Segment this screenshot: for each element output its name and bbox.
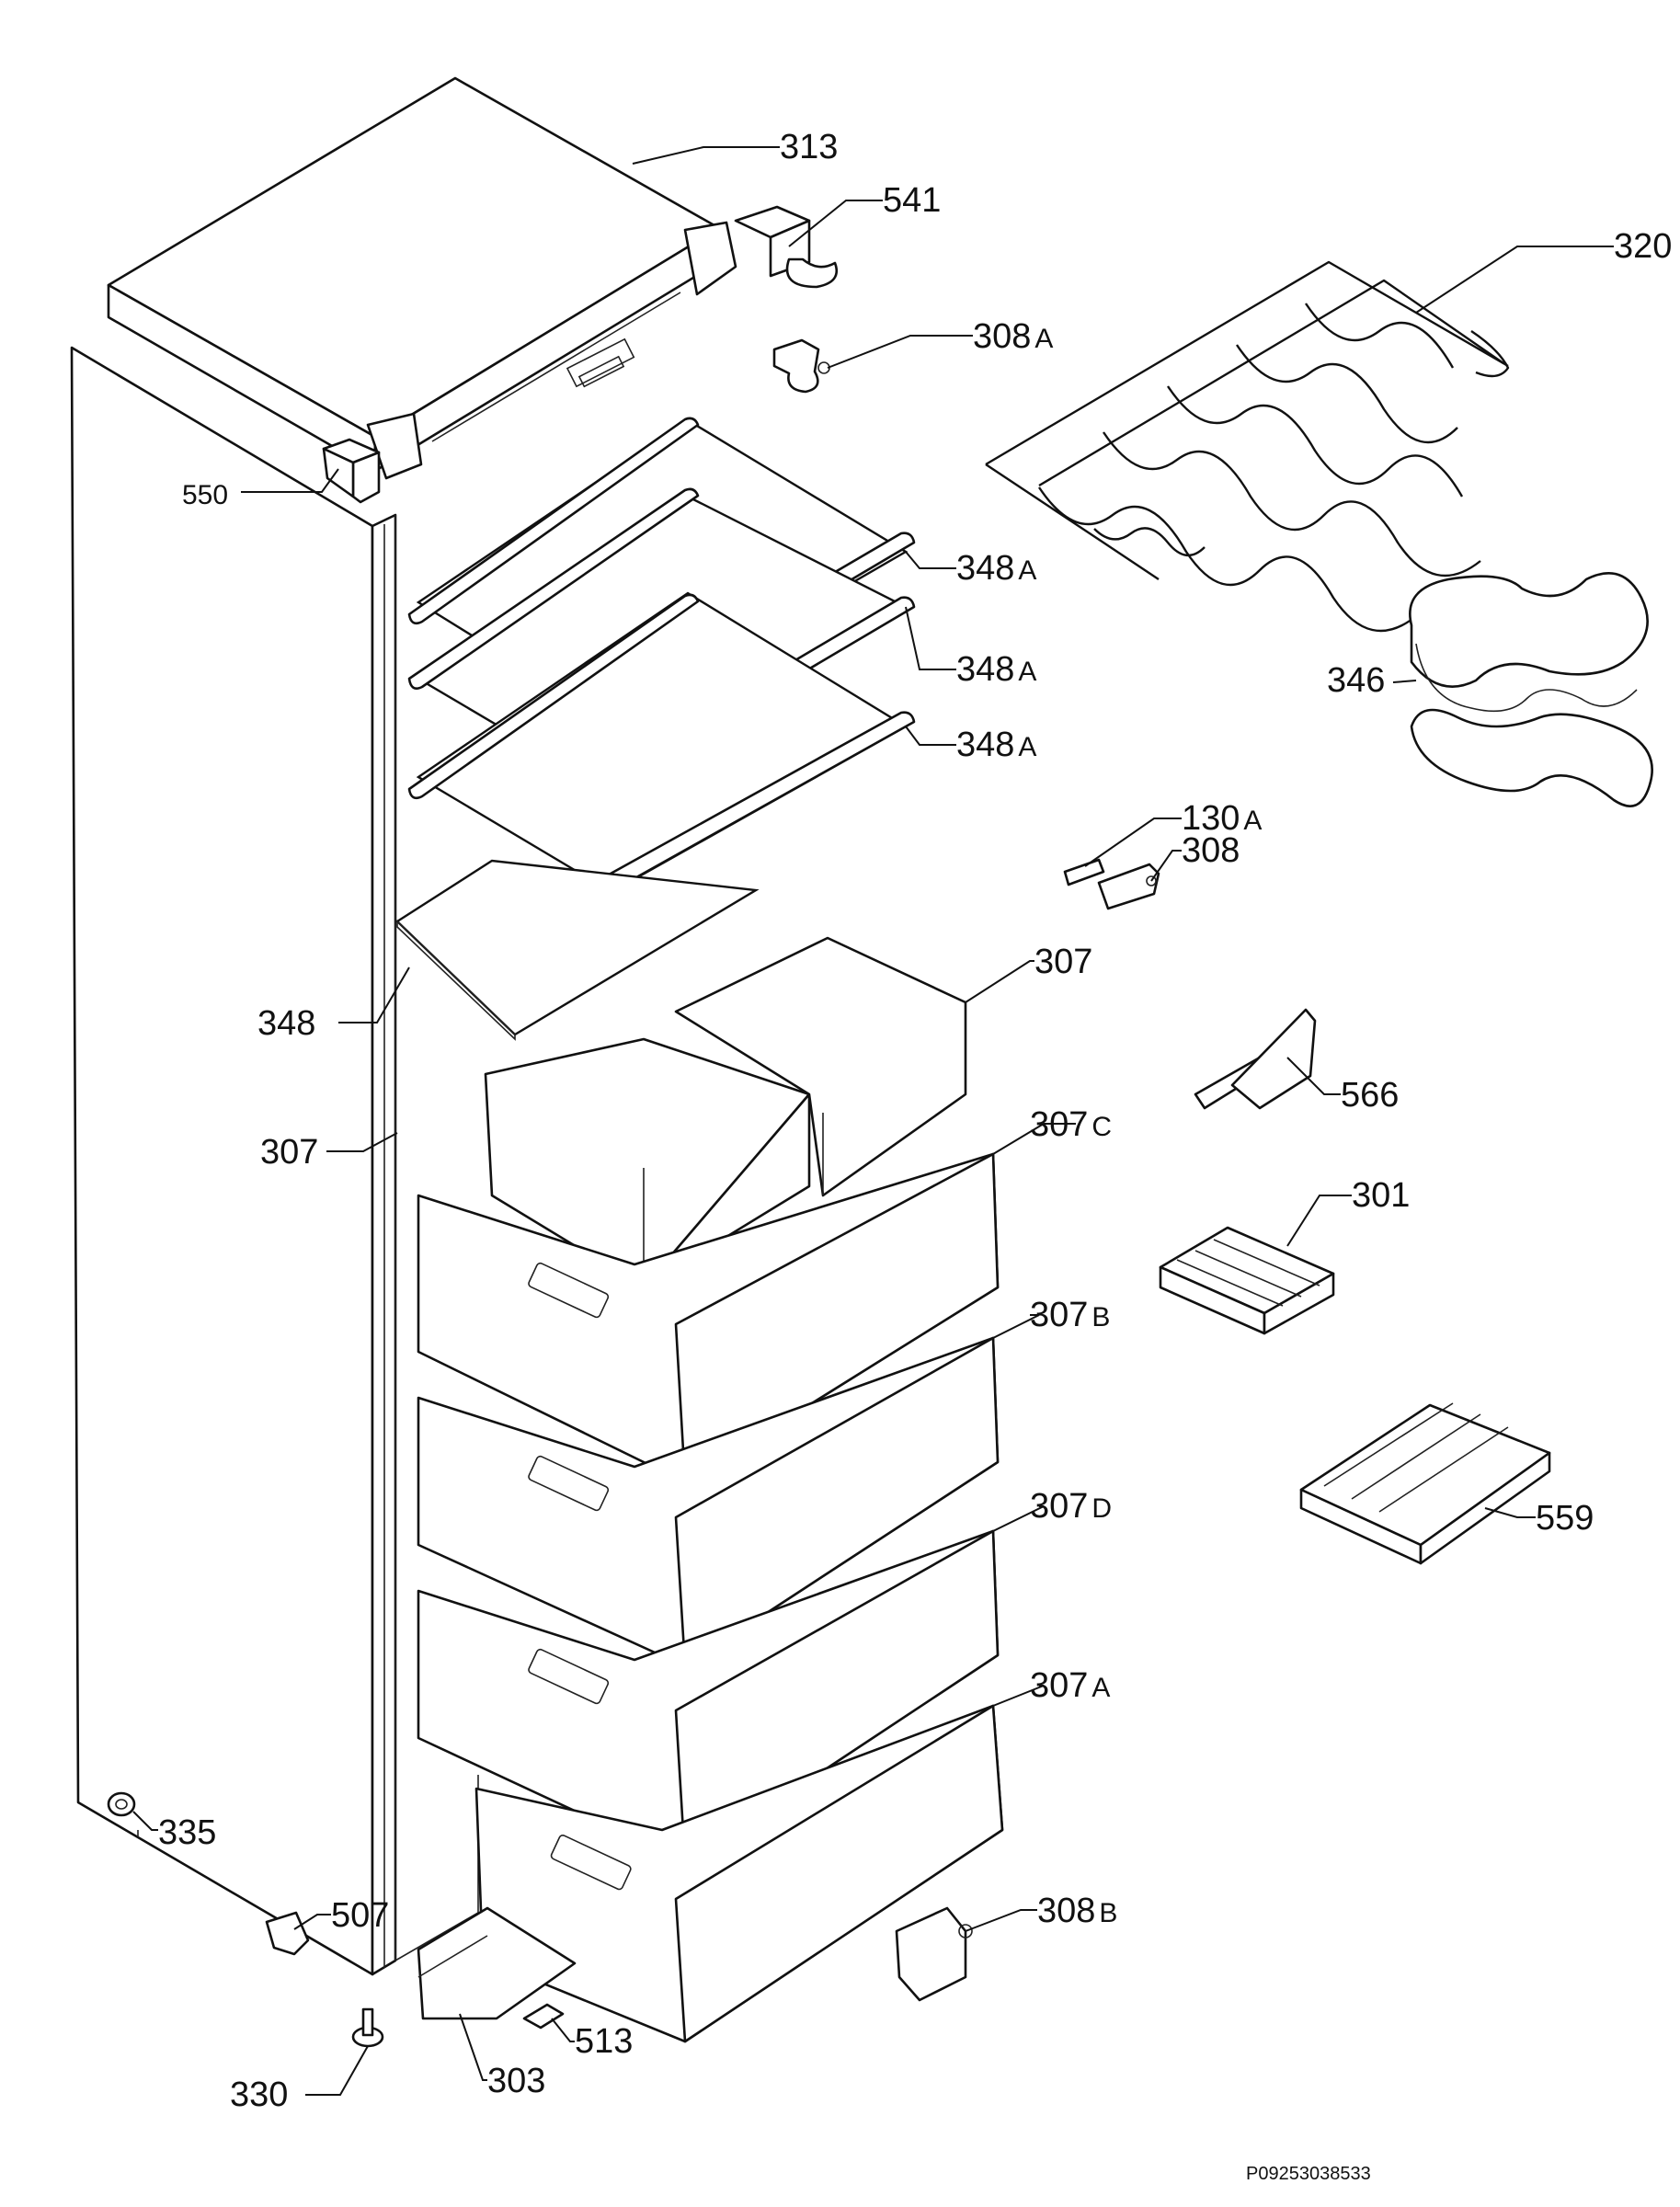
callout-label-559: 559 [1536, 1499, 1594, 1538]
foot-part-335 [107, 1791, 136, 1817]
callout-label-550: 550 [182, 480, 228, 510]
wine-rack-part-320 [985, 260, 1510, 633]
callout-label-307_left: 307 [260, 1133, 318, 1172]
hinge-cover-part-541 [734, 205, 839, 289]
ice-cube-tray-part-301 [1159, 1226, 1335, 1335]
callout-label-346: 346 [1327, 661, 1385, 700]
glass-plate-part-348 [395, 859, 760, 1041]
callout-label-303: 303 [487, 2062, 545, 2100]
clip-part-550 [322, 438, 381, 504]
leader-lines [132, 146, 1614, 2096]
callout-label-566: 566 [1341, 1076, 1399, 1115]
callout-label-335: 335 [158, 1813, 216, 1852]
hinge-part-308A [772, 338, 830, 394]
hinge-part-308B [895, 1906, 973, 2002]
callout-label-348: 348 [257, 1004, 315, 1043]
crisper-drawer-part-307-upper [674, 936, 967, 1197]
callout-label-307_upper: 307 [1034, 943, 1092, 981]
callout-label-308: 308 [1182, 831, 1240, 870]
callout-label-513: 513 [575, 2022, 633, 2061]
callout-label-541: 541 [883, 181, 941, 220]
crisper-drawer-part-307-left [484, 1037, 811, 1289]
glass-shelf-part-348A-3 [407, 591, 916, 894]
clip-part-513 [522, 2003, 565, 2030]
storage-tray-part-559 [1299, 1402, 1551, 1565]
cabinet-body [70, 346, 479, 1976]
ice-scraper-part-566 [1194, 1008, 1317, 1110]
bracket-part-507 [265, 1911, 310, 1956]
top-cover-part-313 [107, 76, 737, 480]
freezer-drawer-part-307A [474, 1704, 1004, 2043]
egg-tray-part-346 [1409, 572, 1653, 807]
callout-label-330: 330 [230, 2075, 288, 2114]
freezer-drawer-part-307D [417, 1529, 1000, 1864]
callout-label-320: 320 [1614, 227, 1672, 266]
hinge-insert-part-130A [1063, 858, 1105, 886]
callout-label-301: 301 [1352, 1176, 1410, 1215]
hinge-part-308 [1097, 863, 1160, 910]
freezer-drawer-part-307C [417, 1152, 1000, 1484]
callout-label-313: 313 [780, 128, 838, 166]
freezer-drawer-part-307B [417, 1336, 1000, 1668]
adjustable-foot-part-330 [351, 2007, 384, 2048]
document-code: P09253038533 [1246, 2164, 1371, 2184]
callout-label-507: 507 [331, 1896, 389, 1935]
plinth-part-303 [417, 1906, 577, 2020]
